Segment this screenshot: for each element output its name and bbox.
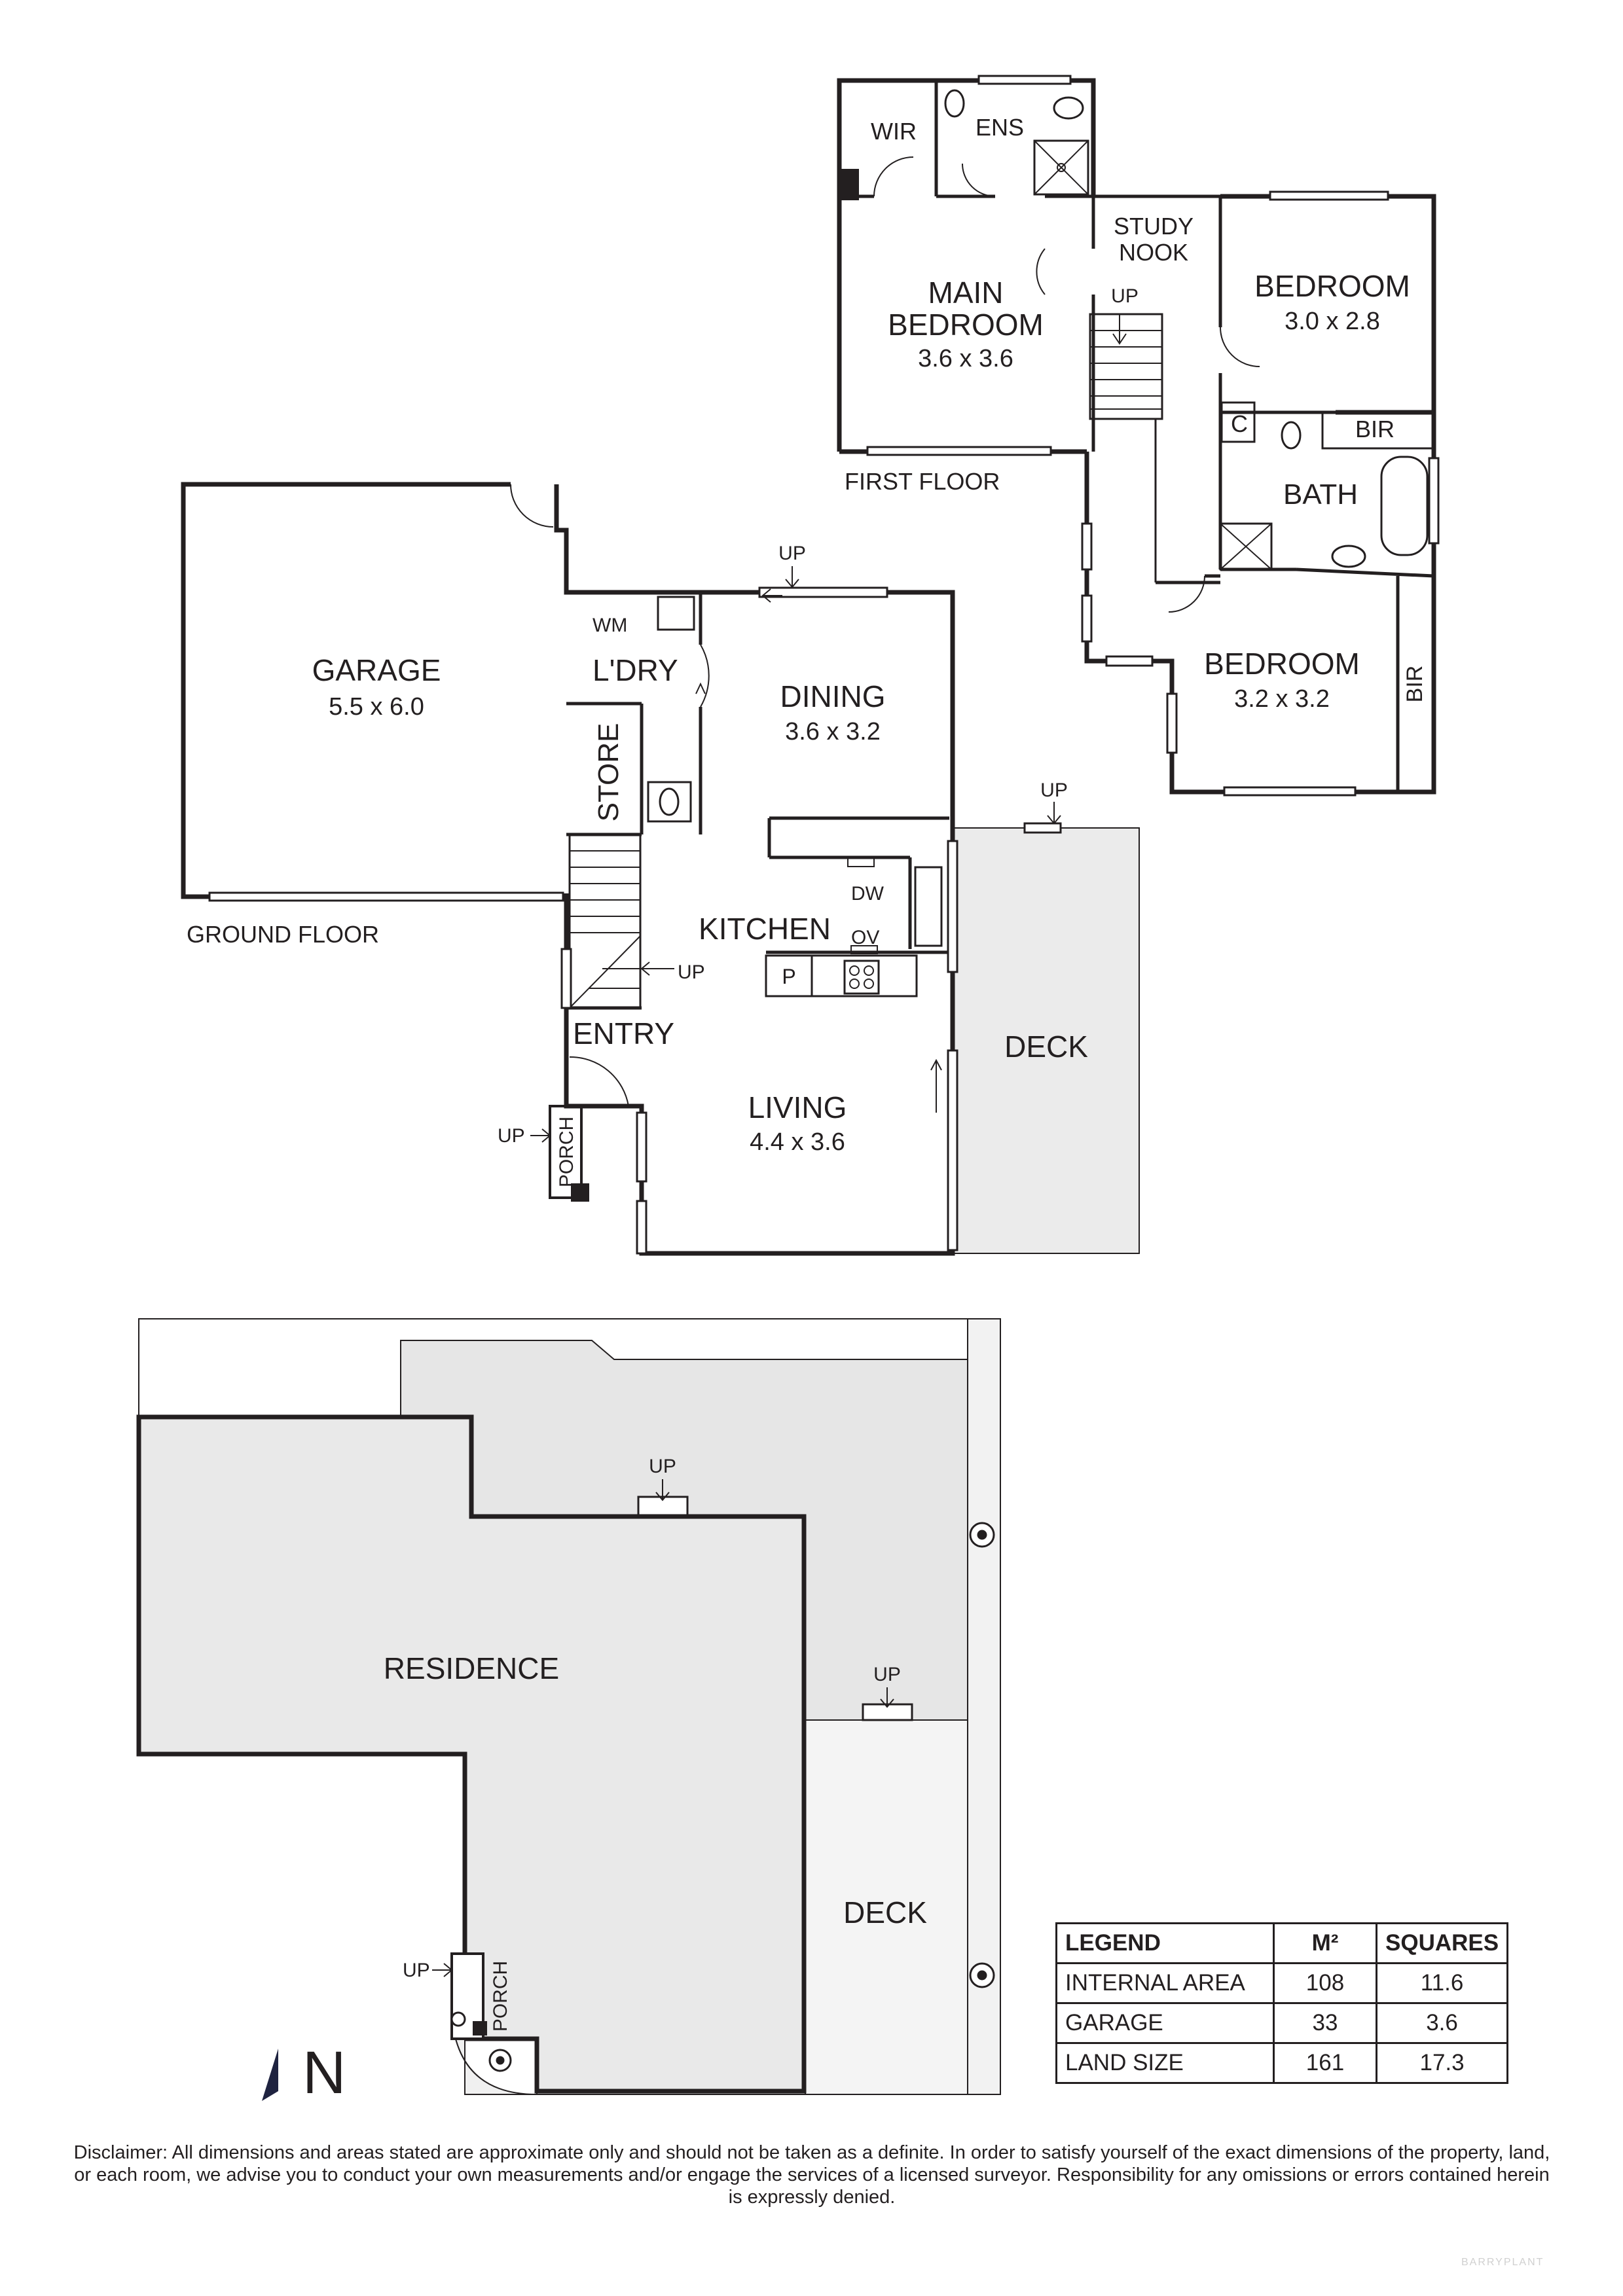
- site-residence-outline: [136, 1414, 807, 2094]
- entry-label: ENTRY: [573, 1016, 674, 1050]
- legend-cell: GARAGE: [1055, 2002, 1275, 2044]
- study-nook-label-1: STUDY: [1114, 213, 1194, 240]
- ens-shower: [1033, 139, 1089, 196]
- legend-cell: 17.3: [1375, 2042, 1509, 2084]
- wir-column: [839, 169, 859, 200]
- legend-table: LEGEND M² SQUARES INTERNAL AREA 108 11.6…: [1055, 1922, 1509, 2084]
- bedroom2-size: 3.0 x 2.8: [1285, 308, 1380, 335]
- site-up-label-3: UP: [403, 1960, 430, 1981]
- north-label: N: [302, 2039, 346, 2106]
- legend-cell: 161: [1273, 2042, 1377, 2084]
- dining-size: 3.6 x 3.2: [785, 718, 881, 745]
- site-porch-label: PORCH: [490, 1961, 511, 2032]
- bedroom2-label: BEDROOM: [1254, 269, 1410, 303]
- deck-up-label: UP: [1040, 780, 1068, 801]
- main-bedroom-label-1: MAIN: [928, 276, 1004, 310]
- bedroom3-label: BEDROOM: [1204, 647, 1360, 681]
- legend-cell: 108: [1273, 1962, 1377, 2004]
- bir-top-box: [1321, 411, 1435, 450]
- first-floor-labels: WIR ENS STUDY NOOK MAIN BEDROOM 3.6 x 3.…: [845, 114, 1427, 713]
- garage-wall: [181, 482, 566, 899]
- first-floor-stairs: [1089, 313, 1163, 420]
- legend-row: INTERNAL AREA 108 11.6: [1055, 1962, 1509, 2004]
- bedroom3-size: 3.2 x 3.2: [1234, 685, 1330, 713]
- legend-header-cell: LEGEND: [1055, 1922, 1275, 1964]
- legend-header-row: LEGEND M² SQUARES: [1055, 1922, 1509, 1964]
- bath-basin: [1331, 545, 1366, 568]
- disclaimer-text: Disclaimer: All dimensions and areas sta…: [73, 2142, 1550, 2208]
- legend-cell: LAND SIZE: [1055, 2042, 1275, 2084]
- first-floor-label: FIRST FLOOR: [845, 468, 1000, 495]
- ens-basin: [1053, 96, 1084, 120]
- dining-label: DINING: [780, 679, 886, 713]
- main-bedroom-label-2: BEDROOM: [888, 308, 1044, 342]
- living-label: LIVING: [748, 1090, 847, 1124]
- bir-side-label: BIR: [1402, 666, 1427, 703]
- bathtub: [1380, 456, 1429, 556]
- legend-cell: 33: [1273, 2002, 1377, 2044]
- dining-up-label: UP: [778, 543, 806, 564]
- deck-label: DECK: [1004, 1030, 1088, 1064]
- ov-label: OV: [851, 927, 879, 948]
- main-bedroom-size: 3.6 x 3.6: [918, 345, 1013, 372]
- site-up-label-2: UP: [873, 1664, 901, 1685]
- porch-label: PORCH: [556, 1117, 577, 1187]
- laundry-label: L'DRY: [593, 653, 678, 687]
- legend-cell: 11.6: [1375, 1962, 1509, 2004]
- living-size: 4.4 x 3.6: [750, 1128, 845, 1156]
- site-plan-labels: RESIDENCE DECK PORCH UP UP UP: [384, 1456, 927, 2032]
- cupboard-c: [1220, 401, 1256, 443]
- porch-post: [571, 1183, 589, 1202]
- cooktop: [843, 960, 880, 995]
- ground-deck: [952, 827, 1140, 1254]
- site-deck: [805, 1719, 968, 2095]
- ens-toilet: [944, 89, 965, 118]
- cupboard-label: C: [1231, 410, 1248, 437]
- wir-label: WIR: [871, 118, 917, 145]
- first-floor-up-label: UP: [1111, 285, 1139, 307]
- bir-top-label: BIR: [1355, 416, 1395, 442]
- legend-row: GARAGE 33 3.6: [1055, 2002, 1509, 2044]
- wm-label: WM: [593, 615, 627, 636]
- laundry-tub: [647, 781, 692, 823]
- ground-floor-label: GROUND FLOOR: [187, 921, 379, 948]
- watermark-text: BARRYPLANT: [1461, 2257, 1544, 2268]
- residence-label: RESIDENCE: [384, 1651, 559, 1685]
- porch-up-label: UP: [498, 1125, 525, 1147]
- site-deck-label: DECK: [843, 1895, 927, 1929]
- kitchen-label: KITCHEN: [699, 912, 831, 946]
- site-tree-icons: [450, 1522, 995, 2072]
- porch-box: [549, 1105, 583, 1199]
- legend-header-cell: M²: [1273, 1922, 1377, 1964]
- pantry-box: [765, 954, 813, 997]
- stairs-up-label: UP: [678, 961, 705, 983]
- site-up-label-1: UP: [649, 1456, 676, 1477]
- store-label: STORE: [593, 723, 625, 822]
- main-bedroom-wall: [837, 78, 1096, 452]
- legend-cell: INTERNAL AREA: [1055, 1962, 1275, 2004]
- first-floor-plan: [837, 75, 1440, 797]
- ground-floor-labels: GARAGE 5.5 x 6.0 GROUND FLOOR WM L'DRY S…: [187, 543, 1088, 1187]
- garage-label: GARAGE: [312, 653, 441, 687]
- ens-label: ENS: [976, 114, 1024, 141]
- north-arrow-icon: [262, 2049, 278, 2101]
- bedroom2-wall: [1220, 194, 1436, 415]
- ground-floor-plan: [181, 482, 1140, 1256]
- legend-cell: 3.6: [1375, 2002, 1509, 2044]
- bath-toilet: [1281, 421, 1302, 450]
- legend-header-cell: SQUARES: [1375, 1922, 1509, 1964]
- bath-shower: [1219, 522, 1273, 571]
- garage-size: 5.5 x 6.0: [329, 693, 424, 721]
- legend-row: LAND SIZE 161 17.3: [1055, 2042, 1509, 2084]
- washing-machine: [657, 596, 695, 631]
- ground-stairs: [568, 833, 642, 1009]
- bath-label: BATH: [1283, 478, 1358, 511]
- tree-icon: [450, 2011, 466, 2027]
- pantry-label: P: [782, 965, 795, 988]
- study-nook-label-2: NOOK: [1119, 239, 1188, 266]
- dw-label: DW: [851, 883, 884, 905]
- site-plan: [136, 1318, 1001, 2095]
- kitchen-sink: [914, 866, 943, 947]
